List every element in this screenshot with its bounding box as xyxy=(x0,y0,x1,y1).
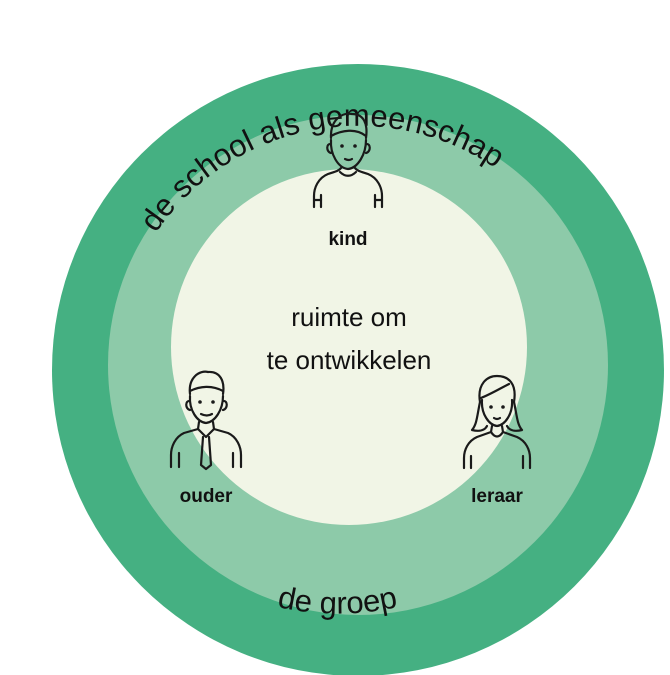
middle-ring-label: de groep xyxy=(275,579,399,620)
teacher-icon xyxy=(462,374,532,470)
teacher-label: leraar xyxy=(471,486,523,507)
center-text-line-1: ruimte om xyxy=(291,302,407,332)
child-icon xyxy=(312,112,384,209)
parent-icon xyxy=(169,370,243,471)
center-text-line-2: te ontwikkelen xyxy=(267,345,432,375)
parent-label: ouder xyxy=(180,486,233,507)
inner-circle xyxy=(171,169,527,525)
child-label: kind xyxy=(328,229,367,250)
